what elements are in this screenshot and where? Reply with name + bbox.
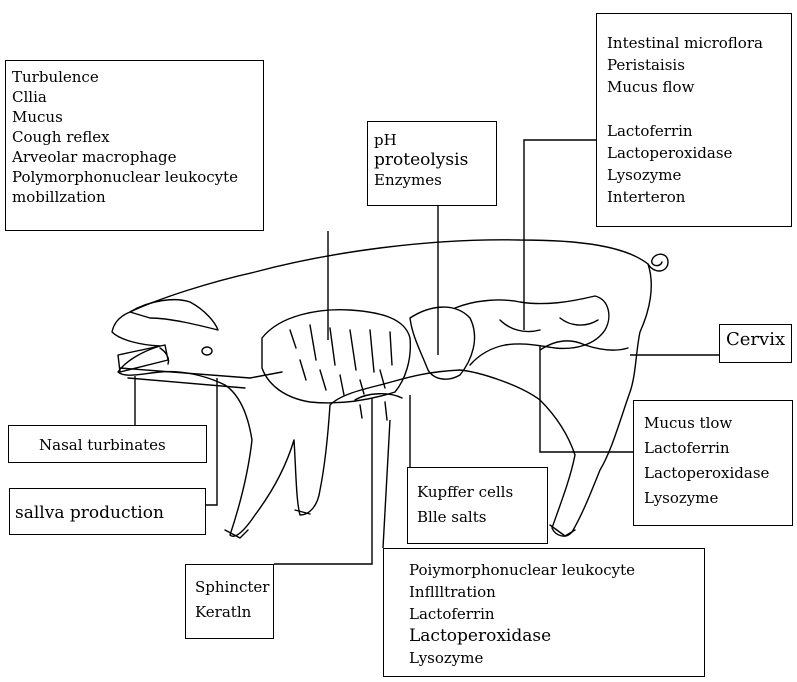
- urogenital-line: Lactoferrin: [644, 436, 792, 461]
- mammary-line: Lactoferrin: [409, 603, 704, 625]
- intestinal-line: Lactoferrin: [607, 120, 791, 142]
- respiratory-line: Arveolar macrophage: [12, 147, 263, 167]
- respiratory-line: Cllia: [12, 87, 263, 107]
- cervix-box: Cervix: [719, 324, 792, 363]
- intestinal-line: Lysozyme: [607, 164, 791, 186]
- respiratory-defenses-box: Turbulence Cllia Mucus Cough reflex Arve…: [5, 60, 264, 231]
- mammary-defenses-box: Poiymorphonuclear leukocyte Infllltratio…: [383, 548, 705, 677]
- liver-line: Blle salts: [417, 505, 547, 530]
- udder: [355, 394, 402, 420]
- intestinal-line: Mucus flow: [607, 76, 791, 98]
- mammary-line: Lactoperoxidase: [409, 625, 704, 647]
- intestines: [455, 296, 609, 365]
- nasal-label: Nasal turbinates: [39, 435, 206, 455]
- intestinal-line: Peristaisis: [607, 54, 791, 76]
- pig-tail: [648, 254, 668, 271]
- liver-line: Kupffer cells: [417, 480, 547, 505]
- urogenital-line: Lactoperoxidase: [644, 461, 792, 486]
- nasal-passage: [120, 368, 282, 388]
- stomach: [410, 307, 475, 379]
- intestinal-line: Intestinal microflora: [607, 32, 791, 54]
- urogenital-line: Lysozyme: [644, 486, 792, 511]
- mammary-line: Infllltration: [409, 581, 704, 603]
- intestinal-defenses-box: Intestinal microflora Peristaisis Mucus …: [596, 13, 792, 227]
- saliva-production-box: sallva production: [9, 488, 206, 535]
- liver-defenses-box: Kupffer cells Blle salts: [407, 467, 548, 544]
- respiratory-line: Mucus: [12, 107, 263, 127]
- teat-line: Keratln: [195, 600, 273, 625]
- stomach-line: proteolysis: [374, 150, 496, 170]
- intestinal-line: Lactoperoxidase: [607, 142, 791, 164]
- respiratory-line: Polymorphonuclear leukocyte: [12, 167, 263, 187]
- stomach-line: pH: [374, 130, 496, 150]
- saliva-label: sallva production: [15, 503, 205, 523]
- intestinal-line: Interteron: [607, 186, 791, 208]
- respiratory-line: Cough reflex: [12, 127, 263, 147]
- nasal-turbinates-box: Nasal turbinates: [8, 425, 207, 463]
- pig-eye: [202, 347, 212, 355]
- stomach-line: Enzymes: [374, 170, 496, 190]
- cervix-label: Cervix: [726, 330, 791, 350]
- stomach-defenses-box: pH proteolysis Enzymes: [367, 121, 497, 206]
- intestinal-line: [607, 98, 791, 120]
- mammary-line: Lysozyme: [409, 647, 704, 669]
- urogenital-line: Mucus tlow: [644, 411, 792, 436]
- respiratory-line: mobillzation: [12, 187, 263, 207]
- urogenital-defenses-box: Mucus tlow Lactoferrin Lactoperoxidase L…: [633, 400, 793, 526]
- pig-ear: [130, 300, 218, 330]
- teat-line: Sphincter: [195, 575, 273, 600]
- lungs: [262, 310, 410, 403]
- respiratory-line: Turbulence: [12, 67, 263, 87]
- mammary-line: Poiymorphonuclear leukocyte: [409, 559, 704, 581]
- teat-defenses-box: Sphincter Keratln: [185, 564, 274, 639]
